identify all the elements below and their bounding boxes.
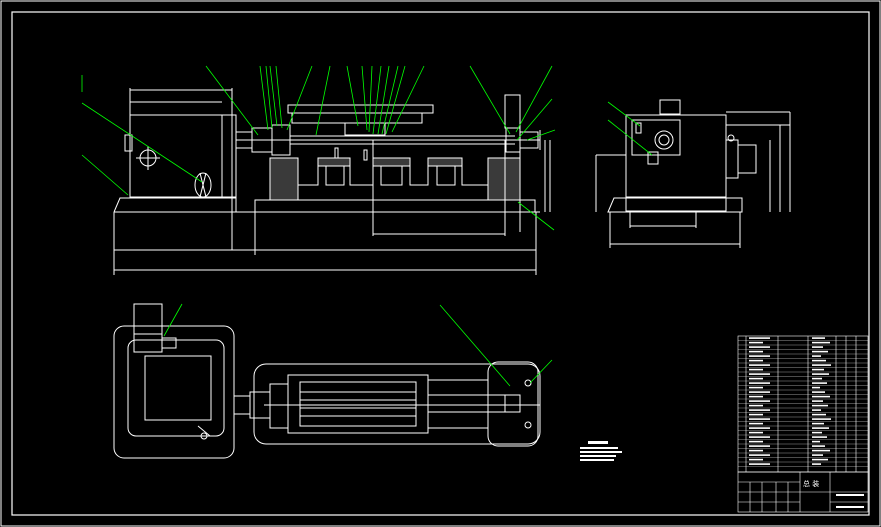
front-view-leaders [81, 65, 556, 231]
parts-list-cell [749, 359, 763, 362]
title-block-fill [836, 494, 864, 508]
parts-list-cell [749, 355, 770, 357]
parts-list-cell [812, 454, 823, 456]
parts-list-cell [812, 391, 825, 393]
parts-list-cell [749, 418, 770, 420]
parts-list-rows [738, 337, 868, 467]
parts-list-cell [812, 395, 830, 398]
parts-list-cell [749, 458, 763, 461]
parts-list-cell [749, 449, 763, 452]
parts-list-cell [812, 422, 824, 425]
parts-list-cell [812, 463, 821, 465]
title-block [737, 471, 869, 513]
parts-list-cell [749, 368, 763, 371]
parts-list-cell [812, 436, 827, 438]
parts-list-cell [812, 427, 829, 429]
parts-list-cell [812, 373, 829, 375]
parts-list-cell [749, 386, 763, 389]
parts-list-cell [749, 364, 770, 366]
parts-list-cell [749, 400, 770, 402]
inner-border [11, 11, 870, 516]
parts-list-cell [812, 364, 831, 366]
technical-notes [580, 441, 622, 461]
parts-list-cell [812, 404, 828, 407]
parts-list-cell [749, 382, 770, 384]
parts-list-cell [812, 409, 821, 411]
parts-list-cell [749, 463, 770, 465]
parts-list-cell [749, 373, 770, 375]
parts-list-cell [749, 445, 770, 447]
parts-list-cell [812, 440, 820, 443]
parts-list-cell [749, 431, 763, 434]
parts-list-cell [749, 409, 770, 411]
parts-list-cell [749, 427, 770, 429]
parts-list-cell [812, 368, 824, 371]
parts-list-cell [749, 341, 763, 344]
front-view [113, 88, 551, 275]
parts-list-cell [812, 355, 821, 357]
parts-list-cell [812, 449, 830, 452]
parts-list-cell [812, 346, 823, 348]
title-block-label: 总 装 [803, 479, 819, 488]
parts-list-cell [749, 413, 763, 416]
side-view-leaders [607, 101, 653, 156]
parts-list-cell [812, 337, 825, 339]
parts-list-cell [749, 404, 763, 407]
parts-list-cell [749, 440, 763, 443]
parts-list-cell [812, 359, 826, 362]
parts-list-cell [812, 341, 830, 344]
parts-list-cell [749, 454, 770, 456]
parts-list-cell [812, 386, 820, 389]
parts-list-cell [812, 418, 831, 420]
parts-list-cell [812, 445, 825, 447]
parts-list-cell [749, 436, 770, 438]
parts-list-cell [749, 422, 763, 425]
parts-list-cell [749, 346, 770, 348]
parts-list-cell [749, 391, 770, 393]
parts-list-cell [749, 337, 770, 339]
parts-list-cell [812, 400, 823, 402]
parts-list-cell [812, 431, 822, 434]
parts-list-cell [749, 350, 763, 353]
side-view [595, 99, 791, 248]
parts-list-cell [749, 395, 763, 398]
parts-list-cell [812, 377, 822, 380]
parts-list-cell [812, 350, 828, 353]
parts-list-cell [812, 413, 826, 416]
top-view-leaders [163, 303, 553, 387]
top-view [113, 303, 541, 459]
parts-list-cell [812, 458, 828, 461]
parts-list-cell [749, 377, 763, 380]
parts-list-cell [812, 382, 827, 384]
